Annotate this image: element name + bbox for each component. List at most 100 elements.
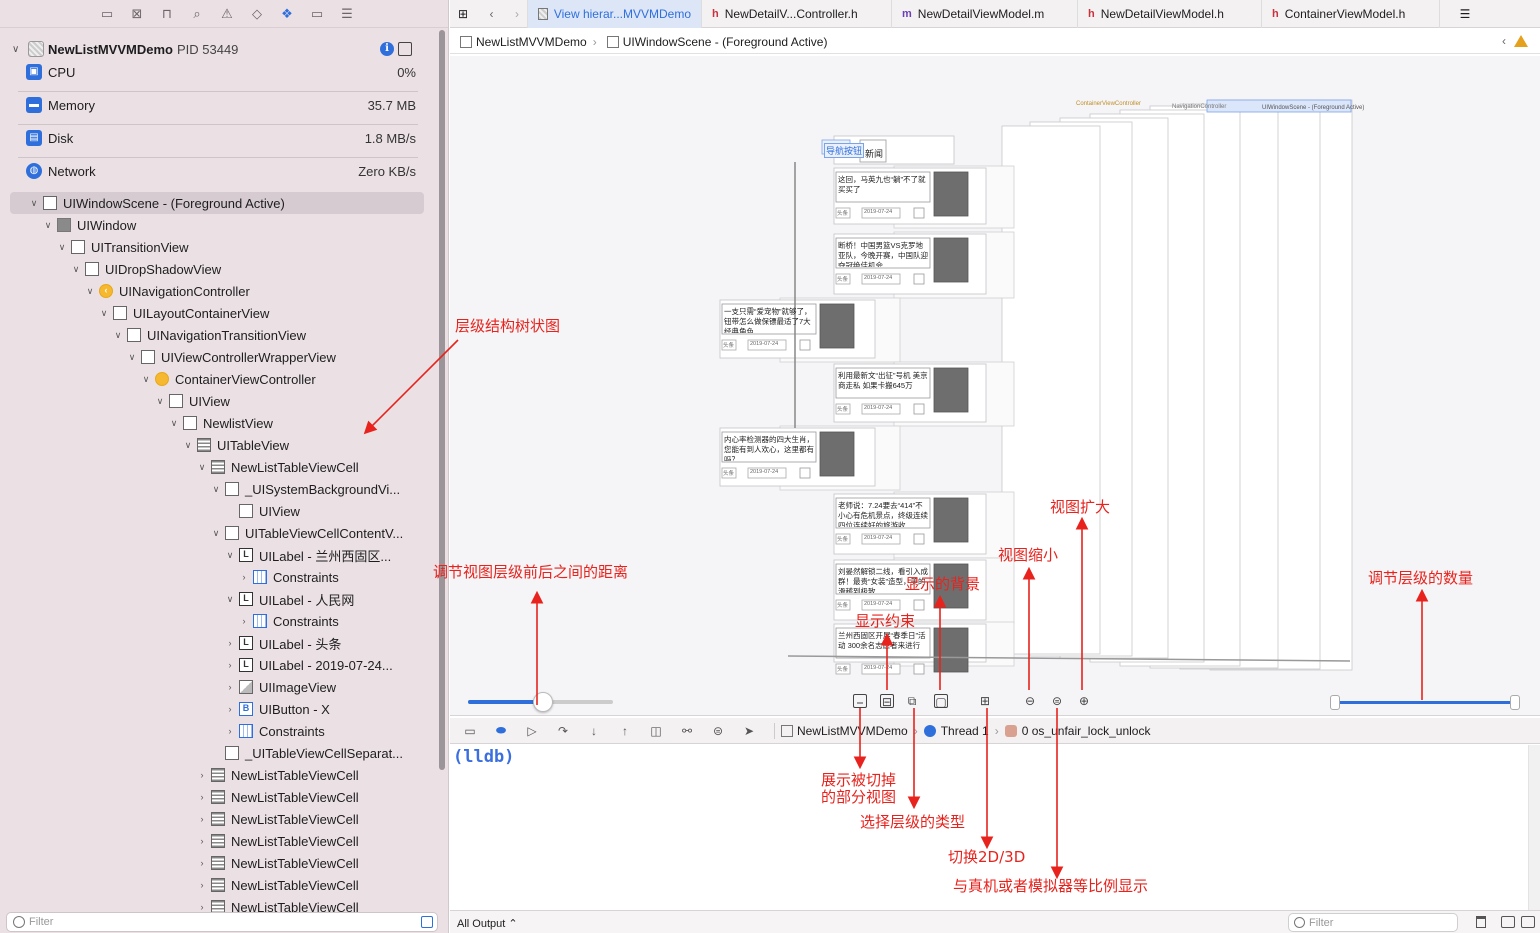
tree-row[interactable]: _UITableViewCellSeparat... [0,742,436,764]
debug-target[interactable]: NewListMVVMDemo [797,723,908,738]
tab-newdetailvc-h[interactable]: h NewDetailV...Controller.h [702,0,892,28]
editor-options[interactable]: ☰ [1440,0,1490,28]
tree-row[interactable]: ›Constraints [0,566,436,588]
split-left-icon[interactable] [1501,916,1515,928]
constraints-icon[interactable]: ⊟ [880,694,894,709]
gauge-cpu[interactable]: ▣ CPU 0% [26,61,416,83]
chevron-down-icon[interactable]: ∨ [128,351,136,362]
chevron-down-icon[interactable]: ∨ [198,461,206,472]
back-icon[interactable]: ‹ [489,6,494,21]
clipped-content-icon[interactable]: ⎯ [853,694,867,709]
zoom-in-icon[interactable]: ⊕ [1078,694,1090,708]
tree-row[interactable]: ∨UIWindow [0,214,436,236]
gauge-memory[interactable]: ▬ Memory 35.7 MB [26,94,416,116]
forward-icon[interactable]: › [515,6,519,21]
layer-type-icon[interactable]: ⧉ [907,694,917,708]
chevron-down-icon[interactable]: ∨ [114,329,122,340]
environment-icon[interactable]: ⊜ [712,723,724,738]
chevron-down-icon[interactable]: ∨ [44,219,52,230]
tree-row[interactable]: ›NewListTableViewCell [0,808,436,830]
chevron-down-icon[interactable]: ∨ [142,373,150,384]
issue-icon[interactable]: ⚠ [221,5,233,21]
range-low-knob[interactable] [1330,695,1340,710]
chevron-down-icon[interactable]: ∨ [58,241,66,252]
chevron-right-icon[interactable]: › [200,858,204,868]
actual-size-icon[interactable]: ⊜ [1051,694,1063,708]
tree-row[interactable]: ∨UIDropShadowView [0,258,436,280]
grid-icon[interactable]: ⊞ [458,6,469,21]
tree-row[interactable]: ∨UITransitionView [0,236,436,258]
breakpoints-toggle-icon[interactable]: ⬬ [495,723,507,737]
breadcrumb-item[interactable]: NewListMVVMDemo [476,34,587,49]
step-into-icon[interactable]: ↓ [591,723,597,738]
chevron-right-icon[interactable]: › [228,660,232,670]
tree-row[interactable]: ›Constraints [0,610,436,632]
report-icon[interactable]: ☰ [341,5,353,21]
breakpoint-icon[interactable]: ▭ [310,5,324,21]
chevron-down-icon[interactable]: ∨ [86,285,94,296]
view-hierarchy-debug-icon[interactable]: ◫ [650,723,662,738]
tab-newdetailviewmodel-h[interactable]: h NewDetailViewModel.h [1078,0,1262,28]
debug-frame[interactable]: 0 os_unfair_lock_unlock [1021,723,1151,738]
toggle-2d-3d-icon[interactable]: ⊞ [979,694,991,708]
folder-icon[interactable]: ▭ [100,5,114,21]
zoom-out-icon[interactable]: ⊖ [1024,694,1036,708]
chevron-down-icon[interactable]: ∨ [170,417,178,428]
gauge-network[interactable]: ◍ Network Zero KB/s [26,160,416,182]
hide-debug-area-icon[interactable]: ▭ [464,723,476,738]
trash-icon[interactable] [1476,916,1486,928]
symbol-icon[interactable]: ⊓ [161,5,173,21]
chevron-down-icon[interactable]: ∨ [72,263,80,274]
tree-row[interactable]: ›NewListTableViewCell [0,764,436,786]
chevron-right-icon[interactable]: › [228,704,232,714]
chevron-right-icon[interactable]: › [200,792,204,802]
tree-row[interactable]: ∨UIWindowScene - (Foreground Active) [10,192,424,214]
tree-row[interactable]: ›NewListTableViewCell [0,786,436,808]
tree-row[interactable]: ∨ContainerViewController [0,368,436,390]
tree-row[interactable]: ∨UITableViewCellContentV... [0,522,436,544]
continue-icon[interactable]: ▷ [527,723,537,738]
chevron-down-icon[interactable]: ∨ [156,395,164,406]
chevron-right-icon[interactable]: › [200,902,204,912]
tree-row[interactable]: ∨UITableView [0,434,436,456]
chevron-right-icon[interactable]: › [200,836,204,846]
chevron-left-icon[interactable]: ‹ [1502,34,1506,48]
console-scrollbar[interactable] [1528,745,1540,910]
chevron-down-icon[interactable]: ∨ [226,593,234,604]
tree-row[interactable]: ∨UIView [0,390,436,412]
tree-row[interactable]: ∨UILayoutContainerView [0,302,436,324]
chevron-right-icon[interactable]: › [200,814,204,824]
chevron-down-icon[interactable]: ∨ [100,307,108,318]
chevron-down-icon[interactable]: ∨ [12,43,20,55]
tab-view-hierarchy[interactable]: View hierar...MVVMDemo [528,0,702,28]
chevron-down-icon[interactable]: ∨ [212,483,220,494]
memory-graph-icon[interactable]: ⚯ [681,723,693,738]
tree-row[interactable]: ∨UINavigationTransitionView [0,324,436,346]
chevron-right-icon[interactable]: › [228,638,232,648]
tree-row[interactable]: ∨UIViewControllerWrapperView [0,346,436,368]
tree-row[interactable]: ∨NewlistView [0,412,436,434]
tree-row[interactable]: ›UIImageView [0,676,436,698]
slider-knob[interactable] [533,692,554,712]
console-filter-field[interactable]: Filter [1288,913,1458,932]
info-icon[interactable]: i [380,42,394,56]
chevron-right-icon[interactable]: › [228,726,232,736]
range-high-knob[interactable] [1510,695,1520,710]
chevron-right-icon[interactable]: › [242,572,246,582]
debug-thread[interactable]: Thread 1 [940,723,989,738]
background-icon[interactable]: ▢ [934,694,948,709]
step-out-icon[interactable]: ↑ [622,723,628,738]
console-area[interactable]: (lldb) [450,745,1540,910]
step-over-icon[interactable]: ↷ [557,723,569,738]
tree-row[interactable]: ›NewListTableViewCell [0,830,436,852]
debug-navigator-icon[interactable]: ❖ [281,5,293,21]
navigator-filter-field[interactable]: Filter [6,912,438,932]
chevron-down-icon[interactable]: ∨ [212,527,220,538]
tree-row[interactable]: UIView [0,500,436,522]
split-right-icon[interactable] [1521,916,1535,928]
